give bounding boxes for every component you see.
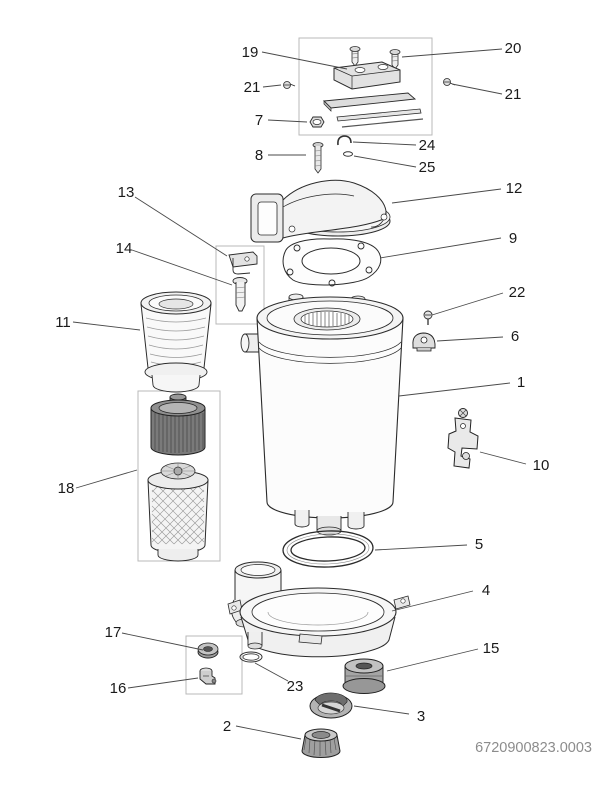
- drawing-number: 6720900823.0003: [475, 740, 592, 756]
- callout-13: 13: [118, 184, 135, 201]
- leader-12: [391, 188, 502, 204]
- part-4-lower-housing: [227, 561, 411, 658]
- callout-19: 19: [242, 44, 259, 61]
- group-box-top-hardware: [298, 37, 433, 136]
- group-box-16-17: [185, 635, 243, 695]
- callout-6: 6: [511, 328, 519, 345]
- callout-15: 15: [483, 640, 500, 657]
- leader-25: [353, 155, 417, 168]
- leader-7: [267, 119, 308, 123]
- callout-25: 25: [419, 159, 436, 176]
- part-20-bracket: [333, 61, 401, 90]
- callout-3: 3: [417, 708, 425, 725]
- leader-15: [386, 648, 479, 672]
- callout-4: 4: [482, 582, 490, 599]
- part-13-clip: [228, 251, 258, 275]
- part-19-screw-b: [389, 49, 401, 70]
- callout-14: 14: [116, 240, 133, 257]
- part-11-filter-element: [140, 291, 212, 393]
- callout-2: 2: [223, 718, 231, 735]
- leader-11: [72, 321, 141, 331]
- part-17-grommet: [197, 642, 219, 659]
- leader-20: [401, 48, 503, 58]
- part-10-bracket: [447, 408, 479, 469]
- leader-14: [131, 249, 233, 286]
- part-24-clip: [337, 135, 352, 146]
- callout-17: 17: [105, 624, 122, 641]
- callout-21-left: 21: [244, 79, 261, 96]
- callout-21-right: 21: [505, 86, 522, 103]
- leader-1: [398, 382, 511, 397]
- callout-22: 22: [509, 284, 526, 301]
- leader-3: [353, 705, 410, 715]
- leader-24: [352, 141, 417, 146]
- callout-20: 20: [505, 40, 522, 57]
- leader-5: [374, 544, 468, 551]
- part-5-seal-ring: [282, 530, 374, 568]
- leader-21-left: [262, 84, 282, 88]
- callout-11: 11: [55, 314, 71, 331]
- group-box-13-14: [215, 245, 265, 325]
- part-16-fitting: [199, 667, 217, 685]
- leader-19: [261, 51, 348, 70]
- leader-13: [134, 196, 228, 257]
- part-12-elbow-duct: [250, 179, 391, 243]
- callout-8: 8: [255, 147, 263, 164]
- part-19-screw-a: [349, 46, 361, 67]
- leader-23: [254, 662, 289, 682]
- part-22-screw: [423, 310, 433, 325]
- leader-10: [479, 451, 527, 465]
- leader-17: [121, 632, 204, 651]
- part-6-clamp: [412, 332, 436, 352]
- part-14-sensor-stud: [232, 277, 248, 312]
- callout-9: 9: [509, 230, 517, 247]
- part-1-canister: [240, 293, 404, 536]
- callout-7: 7: [255, 112, 263, 129]
- callout-24: 24: [419, 137, 436, 154]
- part-15-grommet: [342, 658, 386, 694]
- part-2-cap: [301, 728, 341, 758]
- callout-12: 12: [506, 180, 523, 197]
- part-21-screw-left: [283, 81, 296, 89]
- leader-21-right: [451, 83, 503, 95]
- part-18-lower-element: [147, 462, 209, 562]
- part-23-o-ring: [239, 651, 263, 663]
- leader-4: [391, 590, 474, 612]
- part-25-washer: [343, 151, 353, 157]
- leader-18: [75, 469, 138, 489]
- leader-22: [431, 292, 504, 316]
- callout-23: 23: [287, 678, 304, 695]
- leader-9: [379, 237, 502, 259]
- part-18-upper-element: [150, 393, 206, 456]
- leader-6: [436, 336, 504, 342]
- callout-10: 10: [533, 457, 550, 474]
- leader-2: [235, 725, 302, 740]
- part-rod: [336, 108, 424, 128]
- part-3-cap: [309, 692, 353, 719]
- leader-16: [127, 677, 199, 689]
- callout-5: 5: [475, 536, 483, 553]
- part-8-stud: [312, 142, 324, 174]
- callout-16: 16: [110, 680, 127, 697]
- part-plate: [323, 92, 417, 112]
- part-9-gasket: [282, 238, 382, 287]
- part-7-nut: [309, 116, 325, 128]
- callout-1: 1: [517, 374, 525, 391]
- callout-18: 18: [58, 480, 75, 497]
